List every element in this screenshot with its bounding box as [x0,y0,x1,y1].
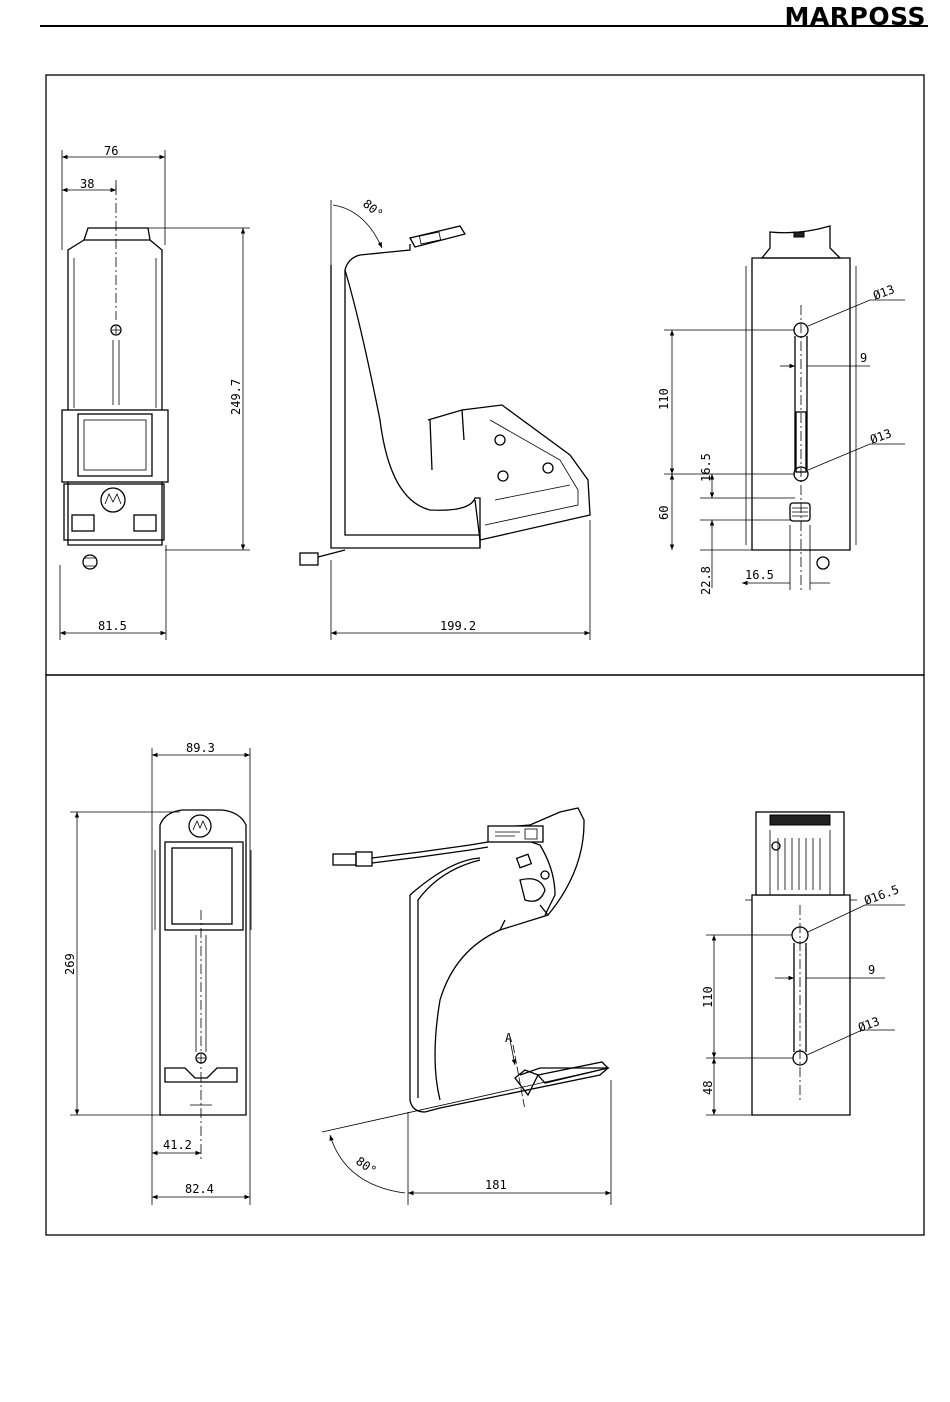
dim-82-4: 82.4 [185,1182,214,1196]
dim-181: 181 [485,1178,507,1192]
dim-110-bottom: 110 [701,986,715,1008]
dim-89-3: 89.3 [186,741,215,755]
slot-width-9-bottom: 9 [868,963,875,977]
slot-width-9-top: 9 [860,351,867,365]
angle-80-bottom: 80° [353,1154,379,1178]
panel-top-frame [46,75,924,675]
dim-199-2: 199.2 [440,619,476,633]
dim-16-5-vertical: 16.5 [699,453,713,482]
dim-22-8: 22.8 [699,566,713,595]
dim-48: 48 [701,1081,715,1095]
bottom-back-view: Ø16.5 9 Ø13 110 48 [701,812,905,1115]
hole-top-diameter-bottom: Ø16.5 [862,882,901,908]
angle-80-top: 80° [360,197,386,222]
top-back-view: Ø13 9 Ø13 110 60 16.5 22.8 16.5 [657,226,905,595]
bottom-front-view: 89.3 269 41.2 82.4 [63,741,251,1205]
dim-16-5-horizontal: 16.5 [745,568,774,582]
dim-38: 38 [80,177,94,191]
hole-bottom-diameter-bottom: Ø13 [856,1014,881,1035]
top-front-view: 76 38 249.7 81.5 [60,144,250,640]
bottom-side-view: A 80° 181 [322,808,611,1205]
view-label-a: A [505,1031,513,1045]
dim-81-5: 81.5 [98,619,127,633]
dim-269: 269 [63,953,77,975]
dim-249-7: 249.7 [229,379,243,415]
dim-76: 76 [104,144,118,158]
dim-41-2: 41.2 [163,1138,192,1152]
dim-60: 60 [657,506,671,520]
top-side-view: 80° 199.2 [300,197,590,640]
dim-110-top: 110 [657,388,671,410]
